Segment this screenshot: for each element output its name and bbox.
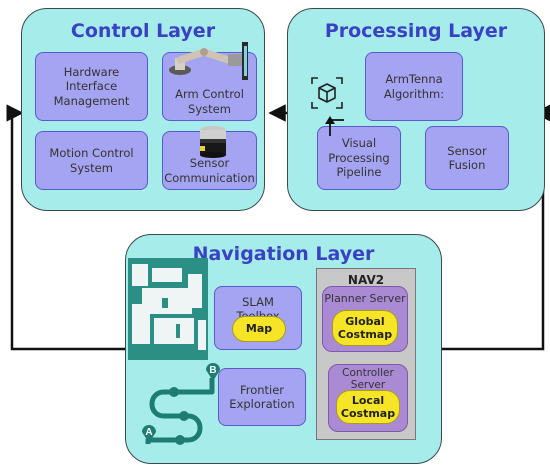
frontier-exploration-box: Frontier Exploration <box>218 368 306 426</box>
cube-focus-icon <box>311 77 344 136</box>
sensor-fusion-box: Sensor Fusion <box>425 126 509 190</box>
planner-server-label: Planner Server <box>324 292 406 305</box>
sensor-communication-label: Sensor Communication <box>164 156 255 185</box>
processing-layer-title: Processing Layer <box>324 20 508 42</box>
end-pin-label: B <box>209 365 216 376</box>
armtenna-algorithm-box: ArmTenna Algorithm: <box>365 52 463 121</box>
nav2-title: NAV2 <box>347 273 385 287</box>
arm-control-label: Arm Control System <box>175 87 244 116</box>
hardware-interface-box: Hardware Interface Management <box>35 52 148 121</box>
occupancy-map-icon <box>128 258 208 360</box>
controller-server-label: Controller Server <box>342 367 394 392</box>
motion-control-box: Motion Control System <box>35 131 148 190</box>
start-pin-label: A <box>145 427 152 438</box>
map-pill: Map <box>232 316 286 342</box>
processing-layer: Processing Layer ArmTenna Algorithm: Vis… <box>287 8 545 211</box>
start-pin <box>142 425 156 443</box>
control-layer-title: Control Layer <box>70 20 216 42</box>
lidar-sensor-icon <box>200 126 226 158</box>
navigation-to-control-arrow <box>6 104 125 351</box>
local-costmap-pill: Local Costmap <box>336 390 400 424</box>
robot-arm-icon <box>169 42 248 80</box>
control-layer: Control Layer Hardware Interface Managem… <box>21 8 265 211</box>
navigation-layer-title: Navigation Layer <box>192 243 375 265</box>
global-costmap-pill: Global Costmap <box>332 310 398 346</box>
route-path-icon: A B <box>142 363 220 445</box>
visual-processing-box: Visual Processing Pipeline <box>317 126 401 190</box>
end-pin <box>206 363 220 381</box>
